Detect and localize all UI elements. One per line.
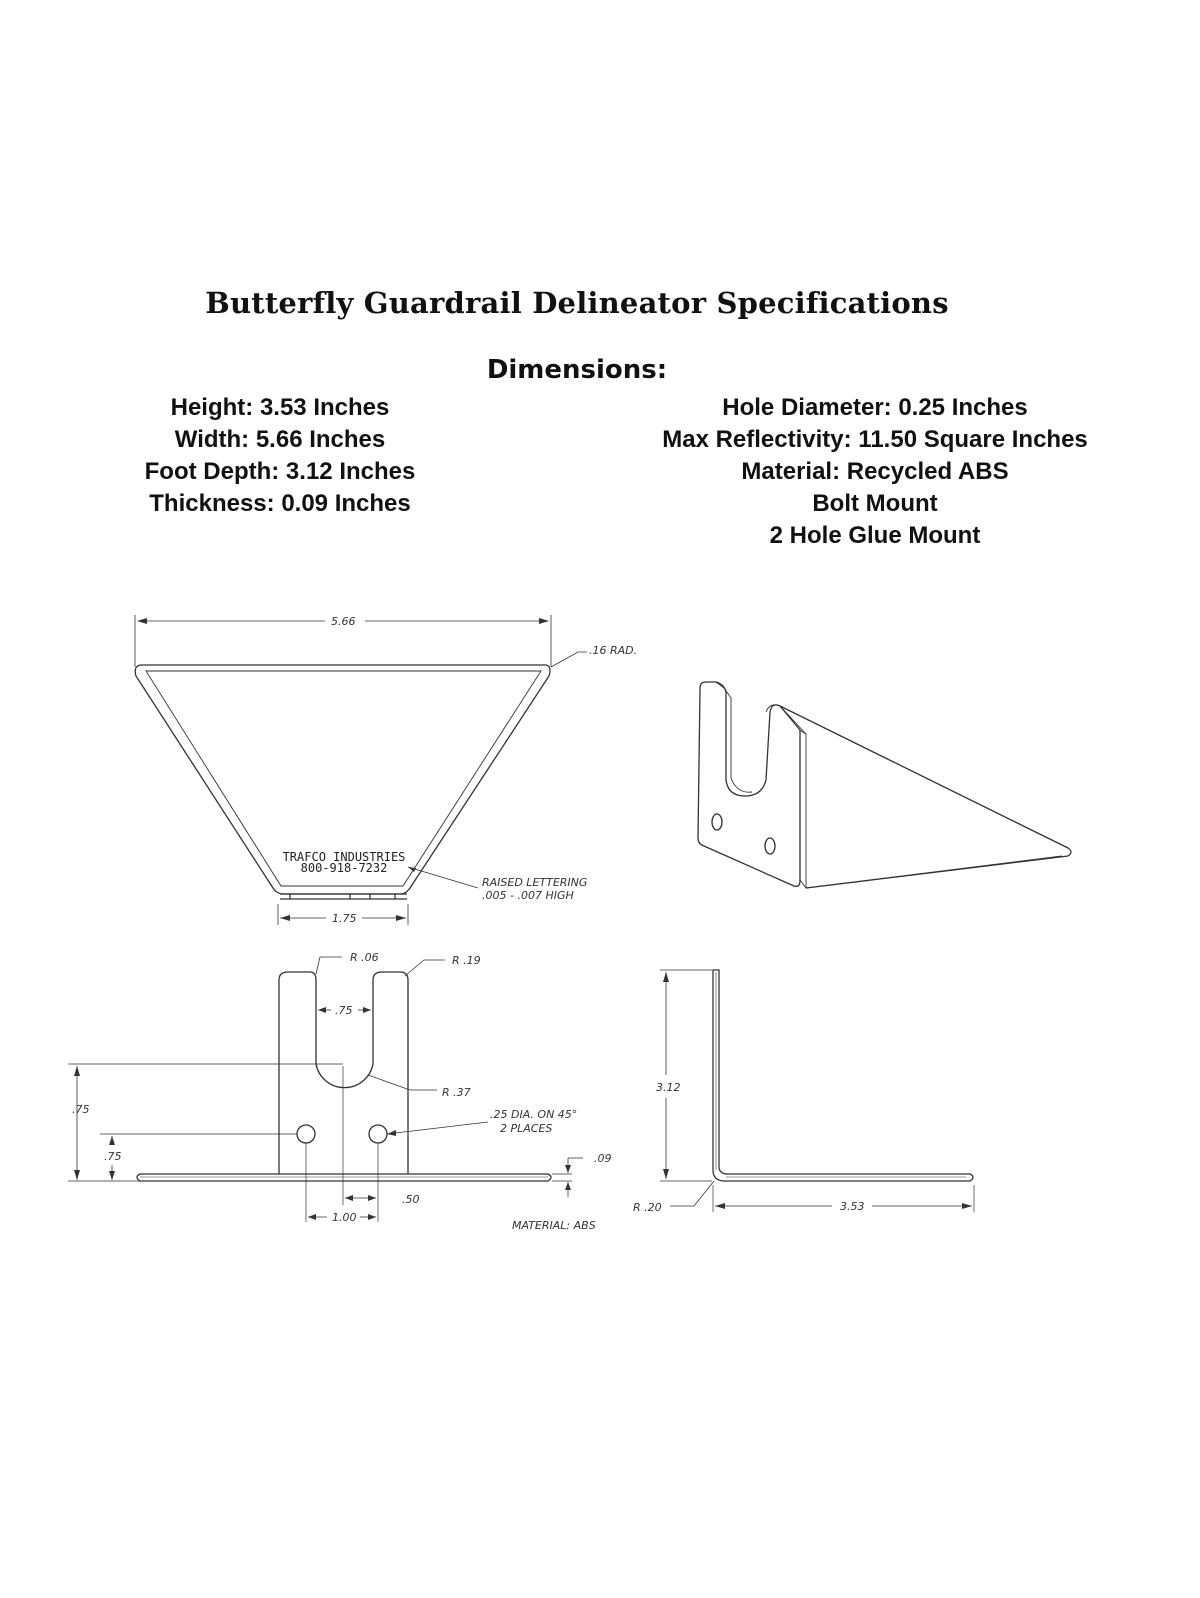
maker-name: TRAFCO INDUSTRIES	[283, 850, 406, 864]
side-profile	[712, 969, 974, 1182]
front-view: 5.66 .16 RAD. TRAFCO INDUSTRIES 800-918-…	[134, 615, 637, 925]
side-view: 3.12 R .20 3.53	[633, 969, 975, 1214]
r-slot-label: R .37	[442, 1086, 471, 1099]
dimensions-heading: Dimensions:	[486, 355, 668, 385]
bottom-view: R .06 R .19 .75 R .37 .25 DIA. ON 45° 2 …	[68, 951, 612, 1232]
front-bottom-dim: 1.75	[332, 912, 357, 925]
iso-fin	[779, 705, 1072, 889]
r-corner-label: R .19	[452, 954, 481, 967]
spec-material: Material: Recycled ABS	[741, 458, 1009, 485]
thickness-dim: .09	[594, 1152, 612, 1165]
spec-max-reflectivity: Max Reflectivity: 11.50 Square Inches	[662, 426, 1088, 453]
lettering-note-line2: .005 - .007 HIGH	[482, 889, 574, 902]
spec-height: Height: 3.53 Inches	[170, 394, 390, 421]
page-title: Butterfly Guardrail Delineator Specifica…	[205, 286, 949, 320]
spec-glue-mount: 2 Hole Glue Mount	[769, 522, 981, 549]
material-note: MATERIAL: ABS	[512, 1219, 596, 1232]
spec-bolt-mount: Bolt Mount	[812, 490, 938, 517]
front-inner-outline	[145, 670, 542, 887]
iso-back-plate	[697, 681, 801, 888]
iso-hole-right	[764, 837, 776, 855]
lettering-note-line1: RAISED LETTERING	[482, 876, 587, 889]
hole-note-line2: 2 PLACES	[500, 1122, 552, 1135]
foot-hole-left	[296, 1124, 316, 1144]
specs-left-list: Height: 3.53 Inches Width: 5.66 Inches F…	[110, 392, 450, 520]
left-inner-dim: .75	[104, 1150, 122, 1163]
hole-spacing-dim: 1.00	[332, 1211, 357, 1224]
side-height-dim: 3.12	[656, 1081, 681, 1094]
foot-plate-outline	[278, 971, 409, 1174]
spec-thickness: Thickness: 0.09 Inches	[149, 490, 411, 517]
slot-width-label: .75	[335, 1004, 353, 1017]
foot-hole-right	[368, 1124, 388, 1144]
side-radius-label: R .20	[633, 1201, 662, 1214]
spec-width: Width: 5.66 Inches	[174, 426, 386, 453]
r-small-label: R .06	[350, 951, 379, 964]
left-outer-dim: .75	[72, 1103, 90, 1116]
front-width-dim: 5.66	[331, 615, 356, 628]
spec-foot-depth: Foot Depth: 3.12 Inches	[144, 458, 416, 485]
foot-base	[136, 1173, 552, 1182]
maker-phone: 800-918-7232	[301, 861, 388, 875]
specs-right-list: Hole Diameter: 0.25 Inches Max Reflectiv…	[640, 392, 1110, 552]
side-length-dim: 3.53	[840, 1200, 865, 1213]
hole-note-line1: .25 DIA. ON 45°	[490, 1108, 577, 1121]
offset-dim: .50	[402, 1193, 420, 1206]
spec-hole-diameter: Hole Diameter: 0.25 Inches	[722, 394, 1028, 421]
isometric-view	[697, 681, 1072, 889]
iso-hole-left	[711, 813, 723, 831]
front-radius-note: .16 RAD.	[589, 644, 637, 657]
